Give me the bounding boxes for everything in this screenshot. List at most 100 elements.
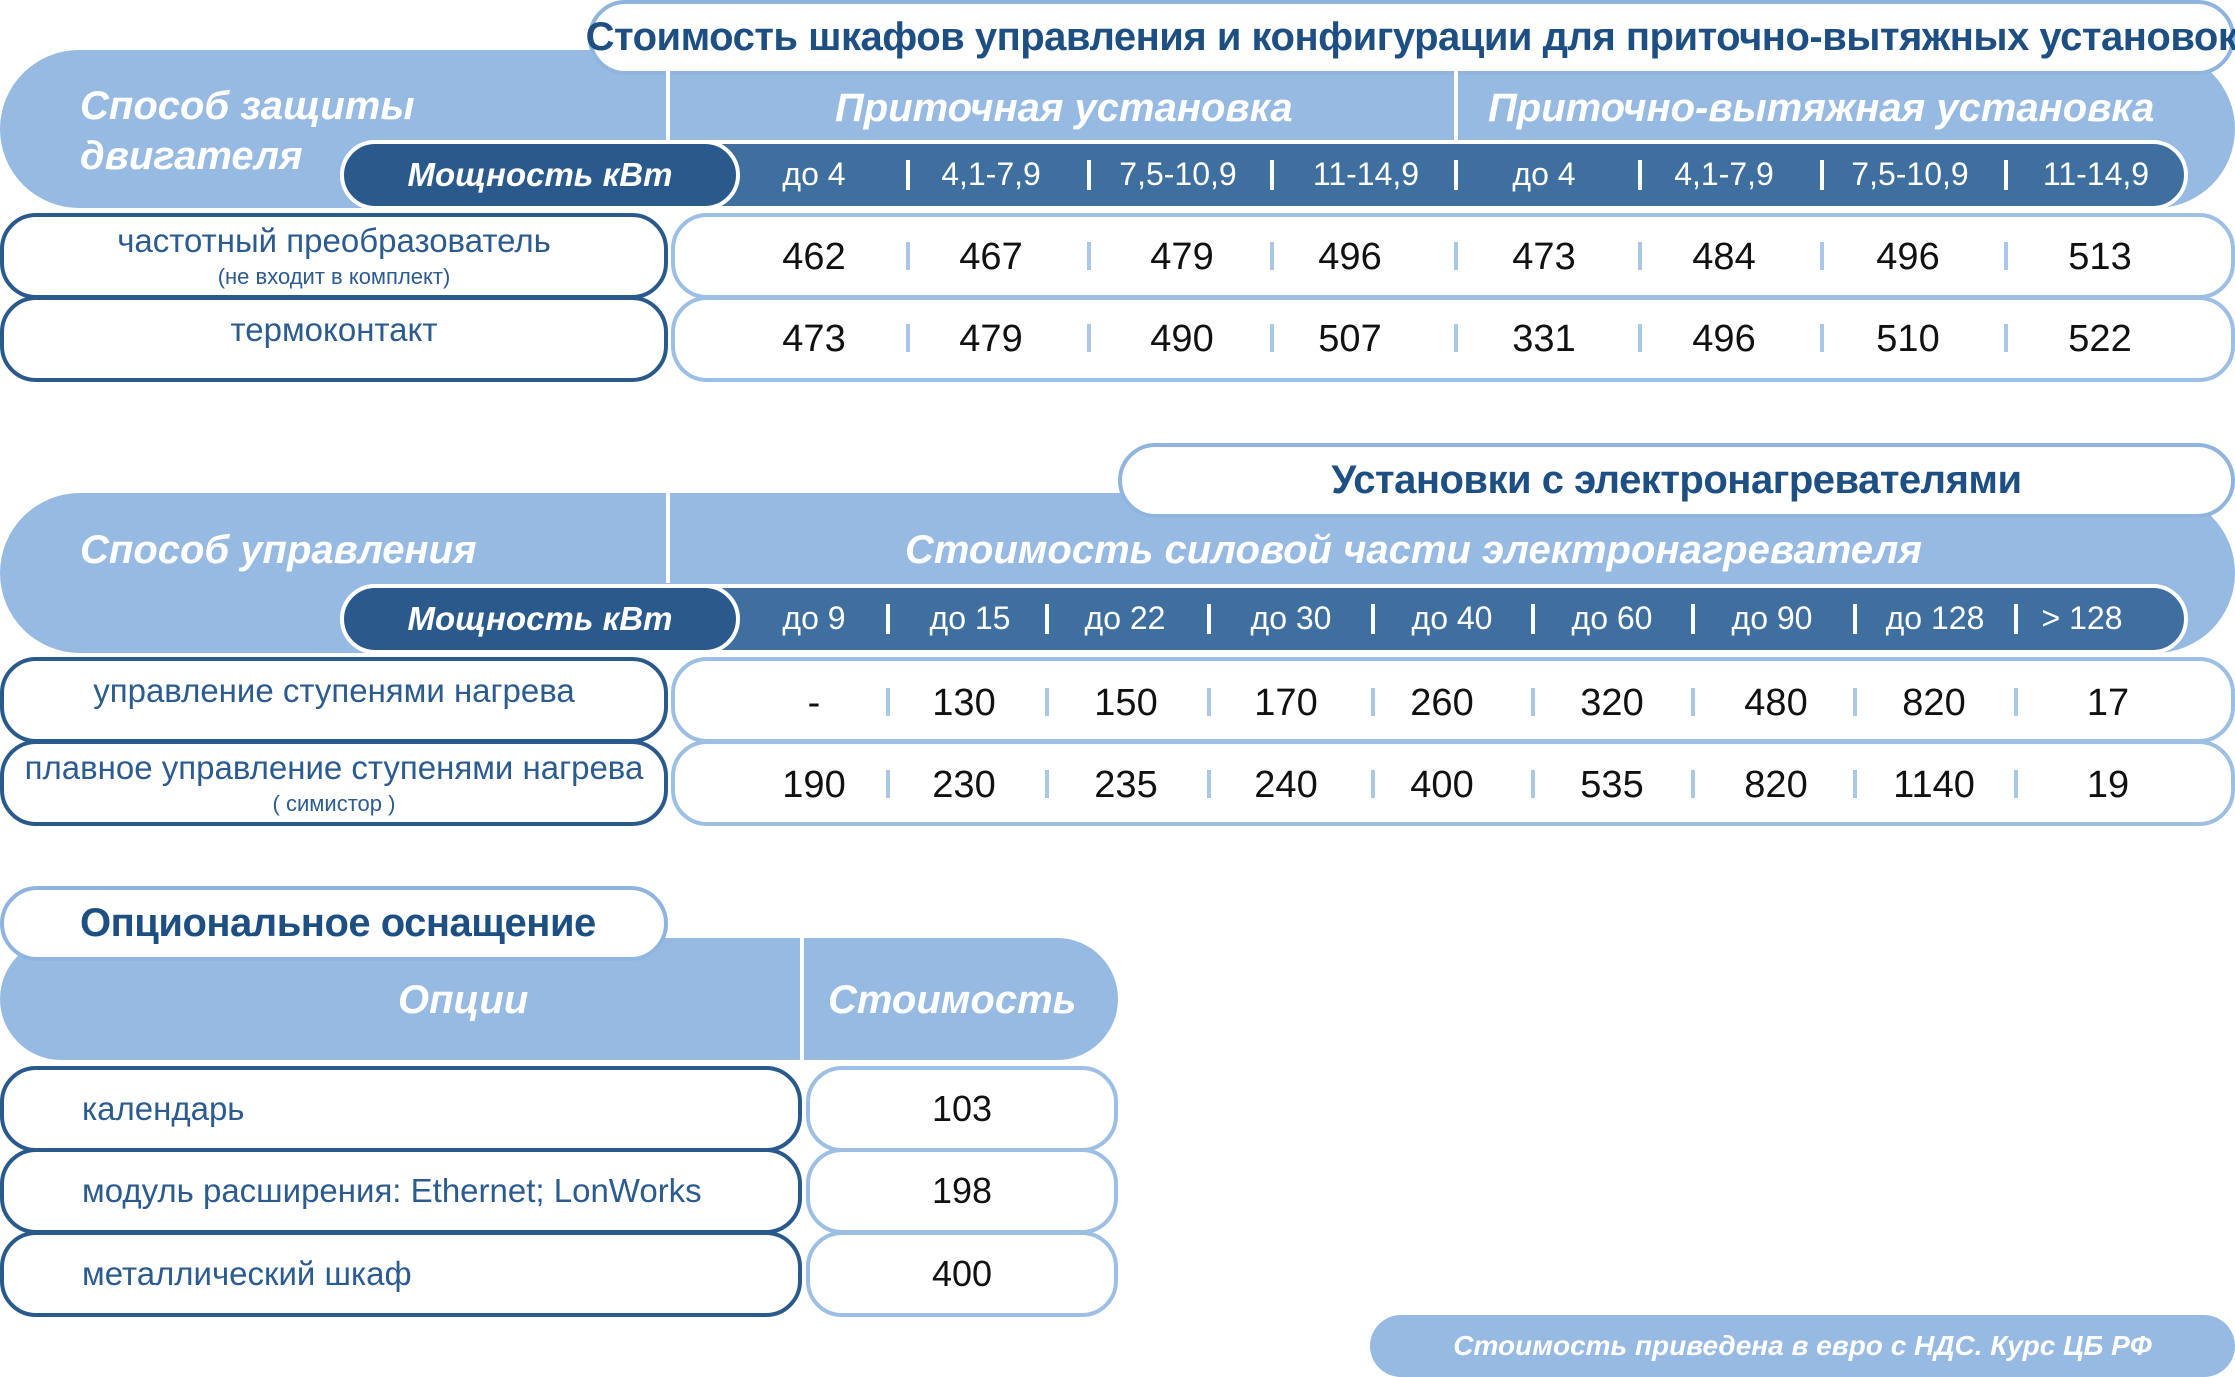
s2-range-6: до 90 (1731, 600, 1813, 636)
section1-cell-separator (906, 242, 910, 270)
section2-row-data-smooth (671, 740, 2235, 826)
section2-cell-separator (1207, 688, 1211, 716)
option-value-calendar: 103 (806, 1066, 1118, 1152)
section2-cell-separator (886, 770, 890, 798)
section2-cell: 820 (1744, 764, 1808, 806)
s2-range-separator (1853, 604, 1857, 634)
option-row-module: модуль расширения: Ethernet; LonWorks (0, 1148, 802, 1234)
section1-cell: 331 (1512, 318, 1576, 360)
section1-group-supply: Приточная установка (835, 86, 1293, 130)
row-label-text: плавное управление ступенями нагрева (24, 748, 644, 786)
section2-left-header: Способ управления (80, 528, 477, 572)
section2-cell: 400 (1410, 764, 1474, 806)
row-label-text: управление ступенями нагрева (93, 671, 575, 709)
section2-cell: 260 (1410, 682, 1474, 724)
section1-cell-separator (1820, 324, 1824, 352)
s1-range-separator (906, 160, 910, 190)
option-value-module: 198 (806, 1148, 1118, 1234)
row-label-text: частотный преобразователь (117, 221, 551, 259)
section1-cell: 522 (2068, 318, 2132, 360)
section1-cell: 479 (1150, 236, 1214, 278)
section1-cell: 510 (1876, 318, 1940, 360)
s2-range-5: до 60 (1571, 600, 1653, 636)
section2-cell-separator (1853, 688, 1857, 716)
section2-row-label-smooth: плавное управление ступенями нагрева ( с… (0, 740, 668, 826)
s1-range-5: 4,1-7,9 (1674, 156, 1774, 192)
section2-cell-separator (1853, 770, 1857, 798)
s1-range-3: 11-14,9 (1312, 156, 1420, 192)
section1-cell: 496 (1692, 318, 1756, 360)
section1-cell-separator (1087, 242, 1091, 270)
section1-cell: 479 (959, 318, 1023, 360)
option-row-cabinet: металлический шкаф (0, 1231, 802, 1317)
section1-group-divider (1454, 70, 1458, 140)
section1-cell: 490 (1150, 318, 1214, 360)
s2-range-separator (1207, 604, 1211, 634)
section2-row-label-steps: управление ступенями нагрева (0, 657, 668, 743)
section2-cell: 17 (2086, 682, 2130, 724)
option-value-cabinet: 400 (806, 1231, 1118, 1317)
section2-cell-separator (1531, 688, 1535, 716)
row-label-text: термоконтакт (230, 310, 438, 348)
s2-range-separator (886, 604, 890, 634)
section2-cell: - (807, 682, 821, 724)
section2-cell-separator (2014, 688, 2018, 716)
s1-range-separator (1820, 160, 1824, 190)
section2-cell-separator (1371, 770, 1375, 798)
s1-range-0: до 4 (782, 156, 846, 192)
section3-col-cost: Стоимость (828, 978, 1077, 1022)
section2-cell: 1140 (1893, 764, 1975, 806)
section1-row-label-freq: частотный преобразователь (не входит в к… (0, 213, 668, 299)
option-row-calendar: календарь (0, 1066, 802, 1152)
section2-cell: 190 (782, 764, 846, 806)
section1-cell: 496 (1876, 236, 1940, 278)
section2-power-label: Мощность кВт (340, 584, 740, 654)
s1-range-1: 4,1-7,9 (941, 156, 1041, 192)
section2-header-divider (666, 493, 670, 583)
s1-range-6: 7,5-10,9 (1851, 156, 1969, 192)
section1-cell-separator (906, 324, 910, 352)
s1-range-separator (1270, 160, 1274, 190)
s2-range-separator (1045, 604, 1049, 634)
section1-row-label-thermo: термоконтакт (0, 296, 668, 382)
s1-range-separator (1454, 160, 1458, 190)
s1-range-separator (1087, 160, 1091, 190)
s1-range-separator (1638, 160, 1642, 190)
section2-cell: 820 (1902, 682, 1966, 724)
section2-cell: 230 (932, 764, 996, 806)
section2-cell: 235 (1094, 764, 1158, 806)
s2-range-4: до 40 (1411, 600, 1493, 636)
s2-range-2: до 22 (1084, 600, 1166, 636)
section1-cell: 462 (782, 236, 846, 278)
section1-cell: 467 (959, 236, 1023, 278)
s2-range-separator (1691, 604, 1695, 634)
s2-range-0: до 9 (782, 600, 846, 636)
section1-header-divider (666, 70, 670, 140)
section2-cell: 320 (1580, 682, 1644, 724)
section1-cell-separator (1638, 242, 1642, 270)
section1-power-label: Мощность кВт (340, 140, 740, 210)
section2-cell-separator (1531, 770, 1535, 798)
section2-cell-separator (1691, 770, 1695, 798)
s1-range-7: 11-14,9 (2042, 156, 2150, 192)
section1-cell-separator (1454, 242, 1458, 270)
section1-cell-separator (1087, 324, 1091, 352)
s1-range-4: до 4 (1512, 156, 1576, 192)
s2-range-7: до 128 (1885, 600, 1985, 636)
section2-cell: 240 (1254, 764, 1318, 806)
row-label-note: ( симистор ) (272, 791, 396, 817)
section2-cell-separator (1691, 688, 1695, 716)
section1-cell-separator (1454, 324, 1458, 352)
section1-cell: 473 (1512, 236, 1576, 278)
section2-group-header: Стоимость силовой части электронагревате… (905, 528, 1922, 572)
section2-cell: 19 (2086, 764, 2130, 806)
section1-cell-separator (1820, 242, 1824, 270)
section2-cell: 535 (1580, 764, 1644, 806)
section1-row-data-thermo (671, 296, 2235, 382)
s2-range-8: > 128 (2041, 600, 2123, 636)
s1-range-separator (2004, 160, 2008, 190)
s2-range-separator (1531, 604, 1535, 634)
row-label-note: (не входит в комплект) (217, 264, 451, 290)
section2-title: Установки с электронагревателями (1118, 443, 2235, 518)
section1-cell: 513 (2068, 236, 2132, 278)
